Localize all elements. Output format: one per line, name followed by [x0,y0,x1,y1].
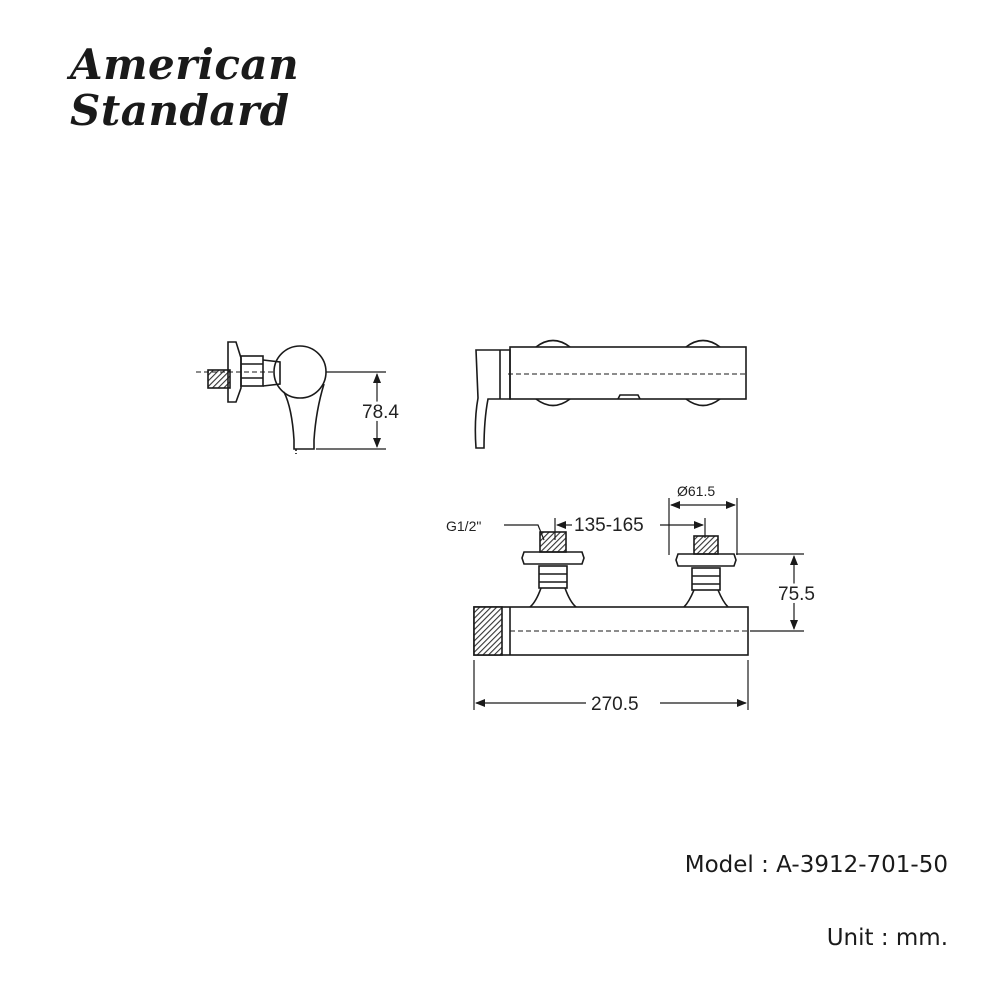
side-thread [207,369,231,389]
front-handle-cap [473,606,503,656]
unit-label: Unit : mm. [826,925,948,951]
brand-line-2: Standard [70,86,290,135]
dim-length-label: 270.5 [591,694,639,715]
brand-line-1: American [70,40,300,89]
front-view [473,498,804,710]
front-connector-left [521,531,585,608]
model-number: Model : A-3912-701-50 [684,852,948,878]
dim-height-label: 78.4 [362,402,399,423]
thread-leader [504,524,545,541]
side-body [273,345,327,399]
side-nut [240,355,264,387]
side-view [196,341,386,454]
top-lever [474,349,511,449]
dim-thread-label: G1/2" [446,518,481,534]
brand-logo: American Standard [70,42,299,134]
front-connector-right [675,535,737,608]
side-lever [283,383,325,450]
top-view [474,339,747,449]
dim-diameter-label: Ø61.5 [677,483,715,499]
side-flange [227,341,242,403]
top-body [509,346,747,400]
dim-projection-label: 75.5 [778,584,815,605]
dim-centers-label: 135-165 [574,515,644,536]
